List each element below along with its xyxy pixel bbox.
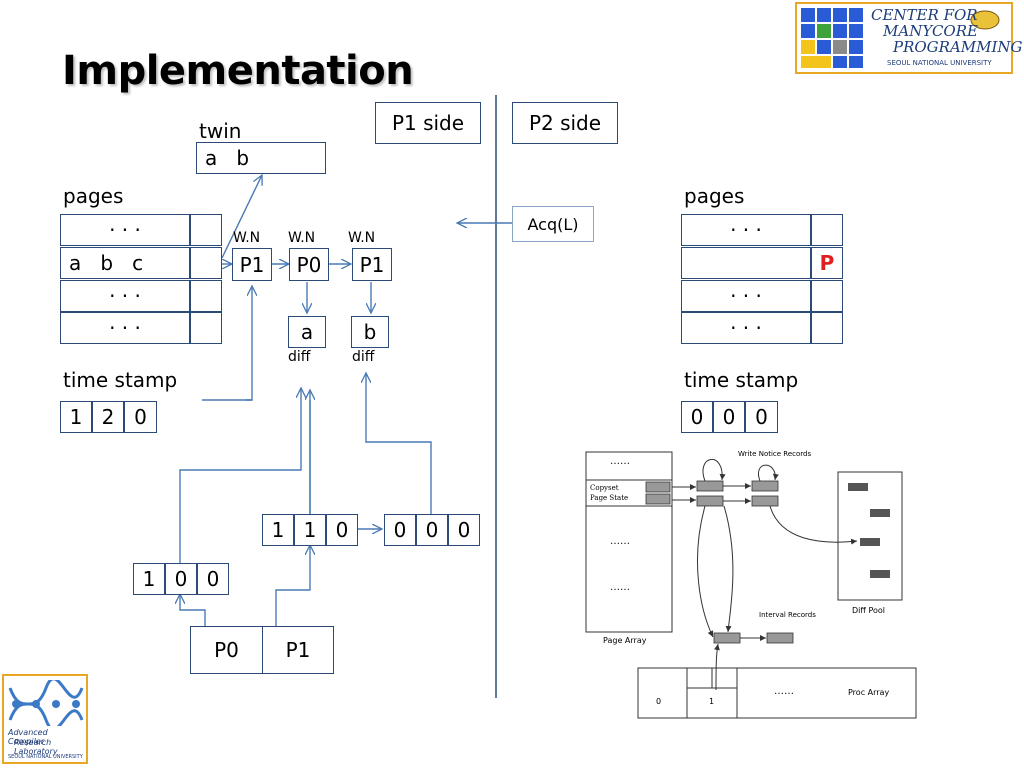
left-page-flag-3 [190, 280, 222, 312]
left-page-flag-2 [190, 247, 222, 279]
left-timestamp-0: 1 [60, 401, 92, 433]
vector-110-0: 1 [262, 514, 294, 546]
twin-label: twin [199, 119, 242, 143]
figure-write-notice-records: Write Notice Records [738, 450, 812, 458]
right-page-row-1: · · · [681, 214, 811, 246]
diff-label-a: diff [288, 349, 311, 365]
proc-p0: P0 [190, 626, 263, 674]
vector-000-2: 0 [448, 514, 480, 546]
left-timestamp-2: 0 [124, 401, 157, 433]
left-page-flag-1 [190, 214, 222, 246]
right-timestamp-2: 0 [745, 401, 778, 433]
right-timestamp-label: time stamp [684, 368, 799, 392]
vector-110-1: 1 [294, 514, 326, 546]
p2-side-label: P2 side [512, 102, 618, 144]
figure-dots-1: …… [610, 456, 630, 467]
figure-interval-records: Interval Records [759, 611, 816, 619]
vector-100-0: 1 [133, 563, 165, 595]
right-page-row-4: · · · [681, 312, 811, 344]
right-page-row-2 [681, 247, 811, 279]
diff-b: b [351, 316, 389, 348]
vector-000-1: 0 [416, 514, 448, 546]
figure-dots-4: …… [774, 686, 794, 697]
vector-000-0: 0 [384, 514, 416, 546]
twin-page: a b [196, 142, 326, 174]
lab-line-1: Advanced Compiler [8, 728, 48, 746]
logo-line-3: PROGRAMMING [893, 38, 1023, 56]
left-timestamp-1: 2 [92, 401, 124, 433]
wn-node-3: P1 [352, 248, 392, 281]
figure-page-state: Page State [590, 494, 629, 502]
center-logo: CENTER FOR MANYCORE PROGRAMMING SEOUL NA… [795, 2, 1023, 74]
right-timestamp-0: 0 [681, 401, 713, 433]
logo-line-2: MANYCORE [883, 22, 978, 40]
right-page-row-3: · · · [681, 280, 811, 312]
left-pages-label: pages [63, 184, 124, 208]
figure-copyset: Copyset [590, 484, 619, 492]
lab-university: SEOUL NATIONAL UNIVERSITY [8, 754, 83, 760]
logo-grid-icon [801, 8, 1000, 68]
acq-lock-label: Acq(L) [512, 206, 594, 242]
wn-node-1: P1 [232, 248, 272, 281]
logo-university: SEOUL NATIONAL UNIVERSITY [887, 59, 992, 67]
left-page-row-4: · · · [60, 312, 190, 344]
figure-proc-array: Proc Array [848, 688, 890, 697]
lab-logo: Advanced Compiler Research Laboratory SE… [2, 674, 88, 764]
figure-dots-3: …… [610, 582, 630, 593]
proc-p1: P1 [262, 626, 334, 674]
logo-line-1: CENTER FOR [871, 6, 978, 24]
left-page-row-2: a b c [60, 247, 190, 279]
vector-110-2: 0 [326, 514, 358, 546]
wn-label-1: W.N [233, 230, 261, 246]
figure-proc-1: 1 [709, 697, 715, 706]
right-page-flag-2: P [811, 247, 843, 279]
slide-title: Implementation [62, 48, 414, 94]
figure-page-array: Page Array [603, 636, 647, 645]
right-pages-label: pages [684, 184, 745, 208]
wn-node-2: P0 [289, 248, 329, 281]
figure-diff-pool: Diff Pool [852, 606, 885, 615]
right-page-flag-1 [811, 214, 843, 246]
wn-label-2: W.N [288, 230, 316, 246]
right-page-flag-3 [811, 280, 843, 312]
left-timestamp-label: time stamp [63, 368, 178, 392]
figure-dots-2: …… [610, 536, 630, 547]
vector-100-2: 0 [197, 563, 229, 595]
left-page-row-1: · · · [60, 214, 190, 246]
diff-a: a [288, 316, 326, 348]
left-page-row-3: · · · [60, 280, 190, 312]
figure-proc-0: 0 [656, 697, 662, 706]
lab-line-2: Research Laboratory [14, 738, 58, 756]
right-page-flag-4 [811, 312, 843, 344]
diff-label-b: diff [352, 349, 375, 365]
vector-100-1: 0 [165, 563, 197, 595]
wn-label-3: W.N [348, 230, 376, 246]
left-page-flag-4 [190, 312, 222, 344]
dna-icon [8, 680, 84, 726]
p1-side-label: P1 side [375, 102, 481, 144]
right-timestamp-1: 0 [713, 401, 745, 433]
